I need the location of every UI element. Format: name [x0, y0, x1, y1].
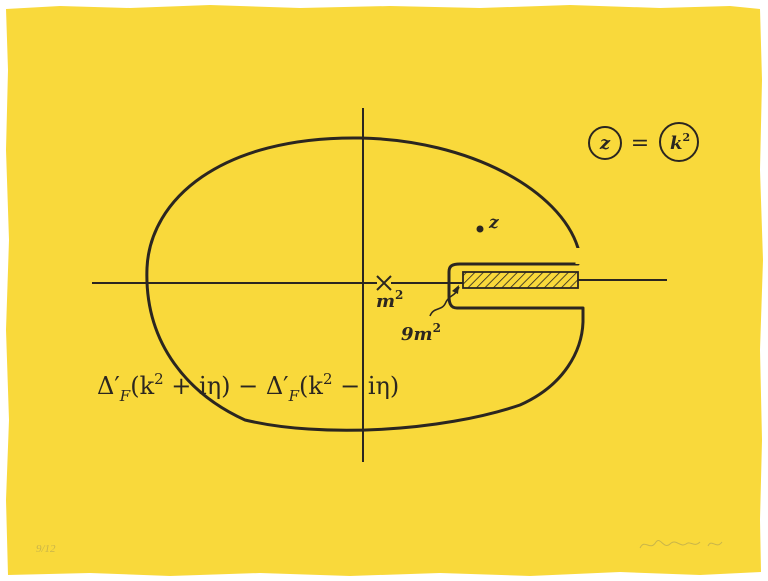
- legend-z: z: [599, 133, 611, 154]
- paper-sheet: [6, 5, 763, 576]
- threshold-arrow: [429, 285, 460, 317]
- spectral-formula: Δ′F(k2 + iη) − Δ′F(k2 − iη): [97, 370, 399, 405]
- threshold-label: 9m2: [401, 321, 441, 345]
- legend-k2: k2: [670, 131, 690, 154]
- legend-equals: =: [631, 131, 649, 156]
- variable-legend: z = k2: [588, 122, 699, 162]
- pole-label: m2: [376, 288, 403, 312]
- x-cross-icon: [376, 275, 392, 291]
- legend-k2-circle: [659, 122, 699, 162]
- keyhole-contour: [145, 136, 585, 432]
- branch-cut: [462, 271, 579, 289]
- artist-signature: [639, 540, 723, 549]
- edition-number: 9/12: [36, 543, 56, 555]
- filled-dot-icon: [476, 225, 484, 233]
- point-z-label: z: [488, 213, 499, 233]
- legend-z-circle: [588, 126, 622, 160]
